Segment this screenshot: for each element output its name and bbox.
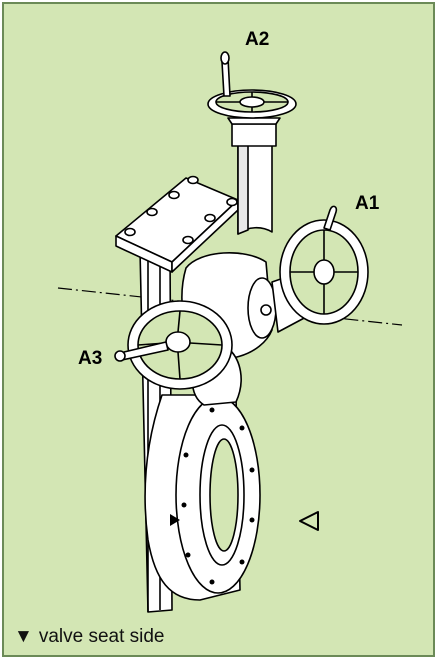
handwheel-a3	[114, 300, 233, 390]
handwheel-a1	[279, 205, 369, 325]
flange-bolt-holes	[181, 407, 255, 585]
stem-column-shade	[237, 139, 249, 235]
knife-gate-valve: V/A1	[57, 51, 403, 613]
legend-text: valve seat side	[38, 626, 165, 647]
top-plate-bolts	[124, 175, 238, 245]
label-a2: A2	[245, 29, 269, 50]
stem-collar	[231, 123, 277, 147]
handwheel-a2	[207, 51, 297, 119]
seat-side-marker-gate	[170, 514, 180, 526]
gearbox-shaft	[260, 304, 272, 316]
seat-side-marker-flange	[299, 511, 319, 531]
label-a3: A3	[78, 348, 102, 369]
handle-a1	[323, 205, 338, 231]
flange-bore	[209, 438, 239, 552]
stem-collar-top	[227, 117, 281, 125]
seat-side-triangle-icon: ▼	[14, 626, 33, 647]
label-a1: A1	[355, 193, 380, 214]
legend-caption: ▼valve seat side	[14, 626, 165, 648]
